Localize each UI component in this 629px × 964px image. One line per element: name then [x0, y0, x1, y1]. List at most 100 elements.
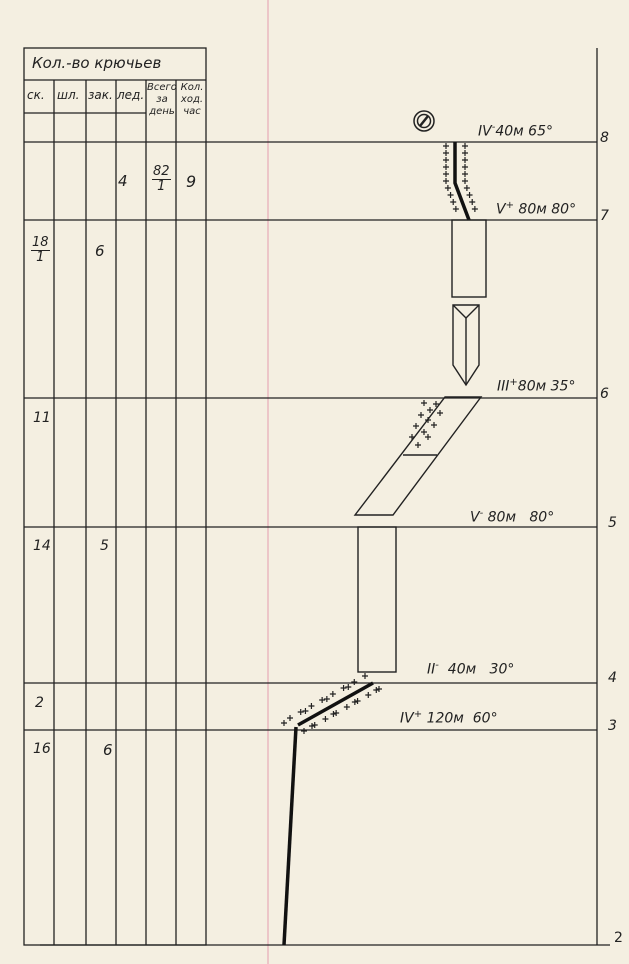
cross-mark	[427, 407, 433, 413]
cross-mark	[443, 143, 449, 149]
cross-mark	[431, 422, 437, 428]
cell-sk: 2	[35, 695, 44, 711]
cross-mark	[373, 687, 380, 693]
cell-sk: 16	[33, 741, 51, 757]
pitch-label: V+ 80м 80°	[496, 200, 577, 218]
cross-mark	[340, 685, 347, 691]
pitch-label: IV-40м 65°	[478, 122, 553, 140]
arrow-block-pitch-2	[452, 304, 480, 387]
cell-zak: 6	[95, 242, 105, 260]
cell-zak: 5	[100, 538, 109, 554]
header-hours-line: Кол.	[180, 82, 204, 93]
cross-mark	[362, 673, 368, 679]
section-number: 6	[600, 386, 609, 402]
cross-mark	[319, 697, 326, 703]
section-number: 8	[600, 130, 609, 146]
cross-mark	[463, 185, 470, 191]
cross-mark	[281, 720, 287, 726]
cross-mark	[450, 199, 457, 205]
sk-numerator: 18	[31, 235, 50, 251]
cross-mark	[415, 442, 421, 448]
total-denominator: 1	[157, 179, 166, 194]
cross-mark	[302, 708, 309, 714]
cross-mark	[425, 434, 431, 440]
header-total: Всего за день	[147, 82, 177, 118]
cross-mark	[301, 728, 307, 734]
cross-mark	[462, 164, 468, 170]
circle-slash-icon	[413, 110, 435, 132]
cross-mark	[297, 709, 304, 715]
cross-mark	[462, 178, 468, 184]
header-led: лед.	[117, 88, 145, 102]
cross-mark	[469, 199, 476, 205]
cross-mark	[452, 206, 459, 212]
cross-mark	[421, 429, 427, 435]
cross-mark	[354, 698, 361, 704]
cross-mark	[287, 715, 293, 721]
cell-zak: 6	[103, 741, 113, 759]
cross-mark	[409, 434, 415, 440]
table-title: Кол.-во крючьев	[32, 54, 162, 72]
cross-mark	[413, 423, 419, 429]
rock-block-pitch-4	[357, 526, 397, 673]
ice-crosses-pitch-3	[409, 400, 443, 448]
header-hours: Кол. ход. час	[177, 82, 207, 118]
ice-crosses-pitch-6	[281, 673, 382, 734]
cross-mark	[425, 417, 431, 423]
cross-mark	[351, 679, 358, 685]
cross-mark	[351, 699, 358, 705]
cross-mark	[308, 703, 315, 709]
cross-mark	[437, 410, 443, 416]
section-number: 2	[614, 930, 623, 946]
pitch-label: IV+ 120м 60°	[400, 709, 498, 727]
cross-mark	[311, 722, 318, 728]
cross-mark	[444, 185, 451, 191]
route-line-pitch-6	[297, 681, 374, 727]
cross-mark	[323, 696, 330, 702]
cross-mark	[343, 704, 350, 710]
cross-mark	[443, 171, 449, 177]
cross-mark	[443, 178, 449, 184]
pitch-label: V- 80м 80°	[470, 508, 555, 526]
cross-mark	[345, 684, 352, 690]
route-line-approach	[282, 726, 298, 946]
header-zak: зак.	[88, 88, 113, 102]
section-number: 5	[608, 515, 617, 531]
cell-hours: 9	[186, 172, 197, 191]
cross-mark	[333, 710, 340, 716]
slab-pitch-3	[353, 396, 483, 516]
cross-mark	[462, 171, 468, 177]
cross-mark	[322, 716, 329, 722]
cross-mark	[443, 164, 449, 170]
cross-mark	[418, 412, 424, 418]
pitch-label: II- 40м 30°	[427, 660, 515, 678]
cross-mark	[447, 192, 454, 198]
header-hours-line: ход.	[180, 94, 204, 105]
section-number: 3	[608, 718, 617, 734]
route-line-pitch-1	[453, 142, 471, 221]
cross-mark	[433, 401, 439, 407]
total-numerator: 82	[152, 164, 171, 180]
header-sk: ск.	[27, 88, 45, 102]
cell-sk: 14	[33, 538, 51, 554]
section-lines	[24, 48, 610, 946]
cross-mark	[466, 192, 473, 198]
ice-crosses-pitch-1	[443, 143, 478, 212]
rock-block-pitch-2	[451, 219, 487, 298]
pitch-label: III+80м 35°	[497, 377, 576, 395]
cross-mark	[443, 150, 449, 156]
header-hours-line: час	[183, 106, 201, 117]
cross-mark	[309, 723, 315, 729]
cross-mark	[462, 157, 468, 163]
header-total-line: за	[156, 94, 168, 105]
cross-mark	[421, 400, 427, 406]
sk-denominator: 1	[36, 250, 45, 265]
header-total-line: день	[149, 106, 175, 117]
cross-mark	[376, 686, 382, 692]
cross-mark	[443, 157, 449, 163]
section-number: 4	[608, 670, 617, 686]
header-total-line: Всего	[147, 82, 177, 93]
header-shl: шл.	[57, 88, 80, 102]
